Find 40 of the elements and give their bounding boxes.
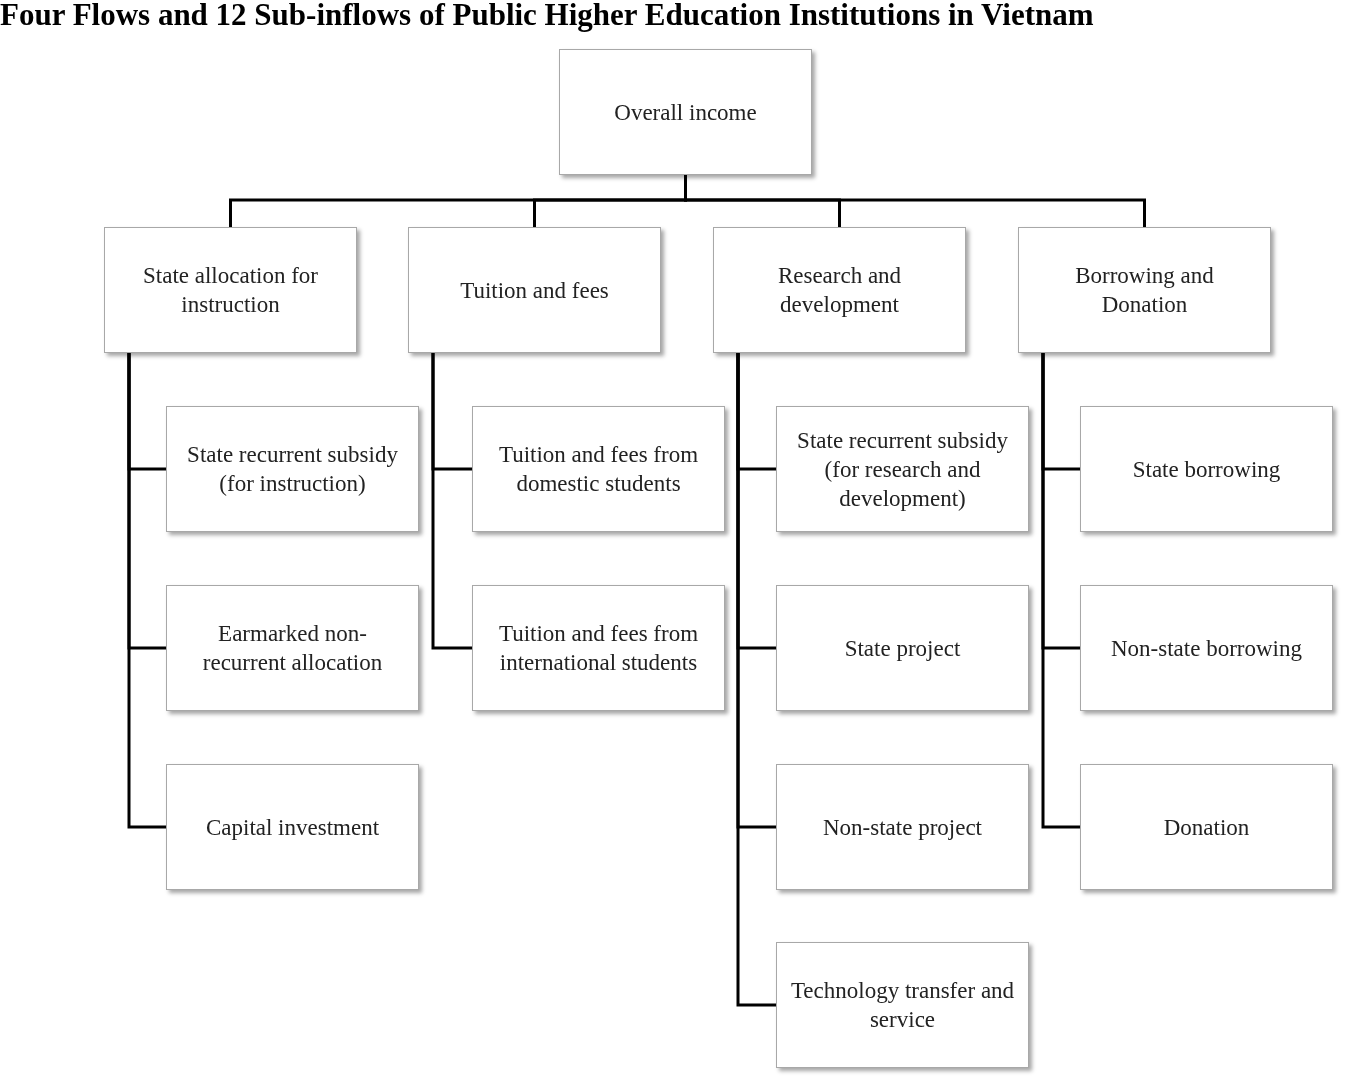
- category-box: [1080, 585, 1333, 711]
- category-box: [166, 406, 419, 532]
- diagram-title: Four Flows and 12 Sub-inflows of Public Higher Education Institutions in Vietnam: [0, 0, 1094, 33]
- box-label: State recurrent subsidy (for research and development): [796, 426, 1009, 513]
- box-label: State allocation for instruction: [142, 262, 319, 319]
- category-box: [559, 49, 812, 175]
- category-box: [472, 585, 725, 711]
- connector-line: [684, 175, 1146, 227]
- box-label: Tuition and fees from international students: [497, 620, 700, 677]
- box-label: Non-state project: [823, 813, 982, 842]
- category-box: [104, 227, 357, 353]
- box-label: State recurrent subsidy (for instruction): [186, 441, 399, 498]
- box-label: Tuition and fees from domestic students: [497, 441, 700, 498]
- box-label: Non-state borrowing: [1111, 634, 1302, 663]
- category-box: [166, 585, 419, 711]
- category-box: [713, 227, 966, 353]
- connector-line: [127, 353, 166, 829]
- connector-line: [431, 353, 472, 650]
- box-label: Tuition and fees: [460, 276, 609, 305]
- box-label: Overall income: [614, 98, 757, 127]
- category-box: [776, 585, 1029, 711]
- category-box: [408, 227, 661, 353]
- connector-line: [1041, 353, 1080, 829]
- category-box: [472, 406, 725, 532]
- category-box: [1080, 764, 1333, 890]
- category-box: [166, 764, 419, 890]
- category-box: [776, 764, 1029, 890]
- box-label: State borrowing: [1132, 455, 1281, 484]
- box-label: Borrowing and Donation: [1074, 262, 1215, 319]
- box-label: Technology transfer and service: [789, 977, 1016, 1034]
- category-box: [776, 942, 1029, 1068]
- category-box: [776, 406, 1029, 532]
- box-label: Research and development: [776, 262, 903, 319]
- box-label: Earmarked non-recurrent allocation: [201, 620, 384, 677]
- category-box: [1018, 227, 1271, 353]
- box-label: Capital investment: [205, 813, 380, 842]
- connector-line: [736, 353, 776, 1007]
- category-box: [1080, 406, 1333, 532]
- box-label: Donation: [1163, 813, 1250, 842]
- box-label: State project: [844, 634, 961, 663]
